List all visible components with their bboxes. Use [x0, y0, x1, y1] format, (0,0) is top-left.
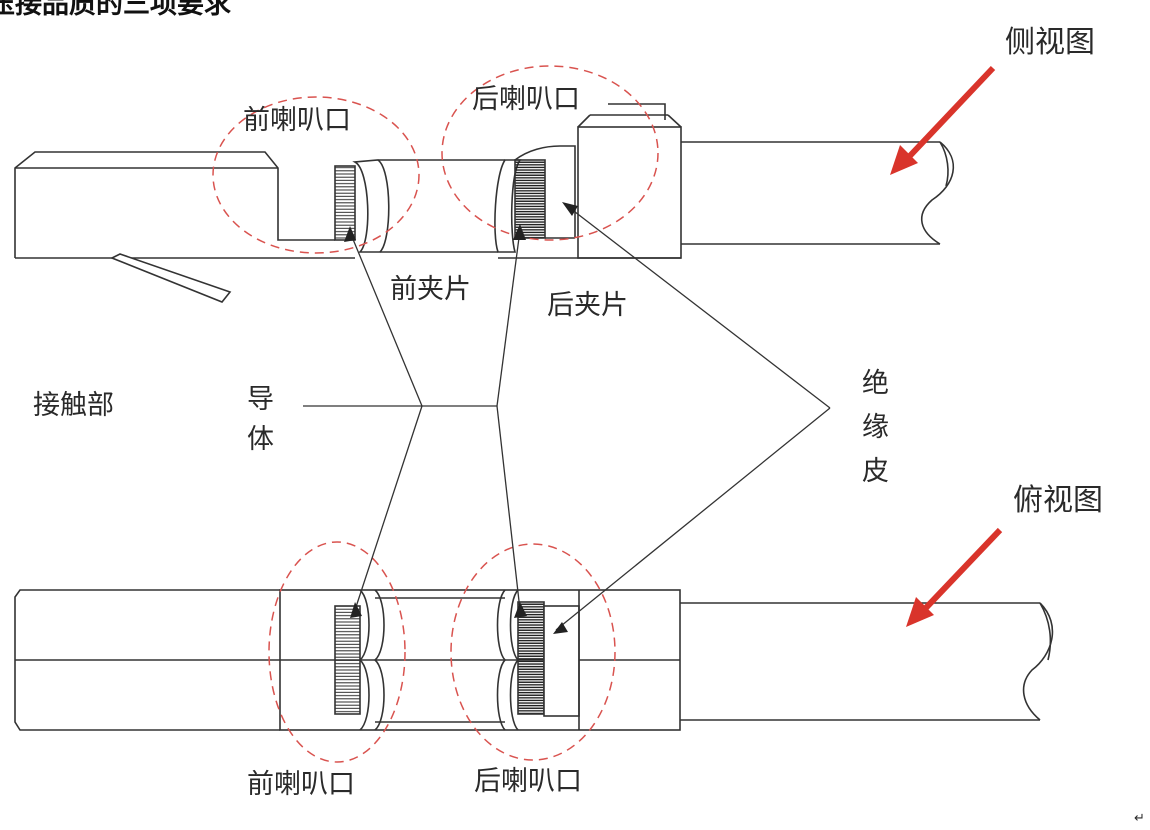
paragraph-mark: ↵	[1134, 811, 1145, 826]
insulation-label-2: 缘	[862, 412, 889, 443]
front-bellmouth-top-circle	[268, 541, 406, 763]
conductor-label-2: 体	[247, 424, 274, 455]
leader-lines	[303, 204, 831, 631]
top-view-drawing	[14, 589, 1054, 731]
front-bellmouth-side-label: 前喇叭口	[243, 105, 351, 136]
rear-clip-label: 后夹片	[547, 290, 628, 321]
page-title: 压接品质的三项要求	[0, 0, 231, 20]
top-view-label: 俯视图	[1013, 483, 1103, 518]
side-view-label: 侧视图	[1005, 25, 1095, 60]
side-view-arrow	[890, 65, 996, 175]
front-bellmouth-top-label: 前喇叭口	[247, 769, 355, 800]
front-clip-label: 前夹片	[390, 274, 471, 305]
insulation-label-1: 绝	[862, 368, 889, 399]
insulation-label-3: 皮	[862, 456, 889, 487]
leader-arrowheads	[344, 202, 578, 634]
rear-bellmouth-side-label: 后喇叭口	[472, 84, 580, 115]
conductor-label-1: 导	[247, 384, 274, 415]
rear-bellmouth-top-label: 后喇叭口	[474, 766, 582, 797]
side-view-drawing	[14, 103, 955, 303]
rear-bellmouth-side-circle	[441, 65, 659, 241]
contact-part-label: 接触部	[33, 390, 114, 421]
top-view-arrow	[906, 527, 1003, 627]
front-bellmouth-side-circle	[212, 96, 420, 254]
rear-bellmouth-top-circle	[450, 543, 616, 761]
